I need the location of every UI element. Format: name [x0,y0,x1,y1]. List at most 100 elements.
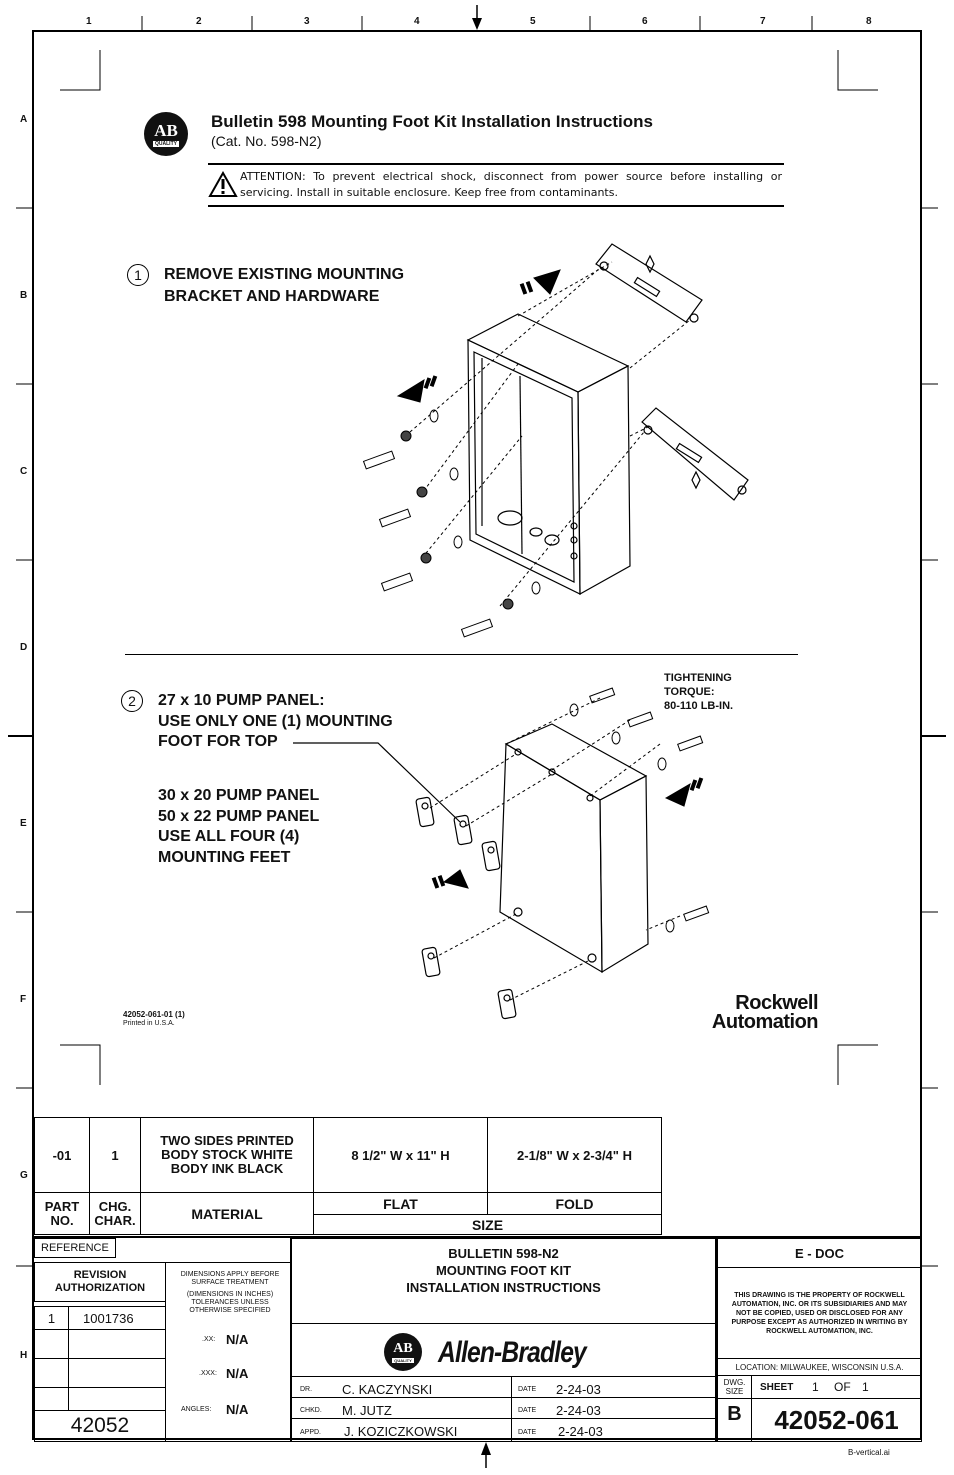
step1-line2: BRACKET AND HARDWARE [164,288,380,305]
drawing-title-line3: INSTALLATION INSTRUCTIONS [406,1280,601,1295]
base-number: 42052 [34,1410,166,1442]
size-header: SIZE [313,1214,662,1235]
material-value: TWO SIDES PRINTED BODY STOCK WHITE BODY … [140,1117,314,1193]
ab-logo-small: AB QUALITY [384,1333,422,1371]
step2-line2: USE ONLY ONE (1) MOUNTING [158,713,393,730]
xxx-tolerance-label: .XXX: [199,1370,217,1377]
material-table: -01 1 TWO SIDES PRINTED BODY STOCK WHITE… [34,1117,662,1235]
illustration-remove-bracket [362,243,749,638]
date-row-2 [511,1397,716,1419]
drawing-title-line2: MOUNTING FOOT KIT [435,1263,572,1278]
rev-empty-6 [68,1387,166,1411]
approved-label: APPD. [300,1429,322,1436]
dimension-note-2: (DIMENSIONS IN INCHES) TOLERANCES UNLESS… [186,1291,274,1314]
rockwell-logo-line2: Automation [711,1011,819,1033]
revision-authorization: REVISION AUTHORIZATION [34,1262,166,1302]
step2-line7: MOUNTING FEET [158,849,291,866]
section-divider [125,654,798,655]
material-header: MATERIAL [140,1192,314,1235]
flat-size-value: 8 1/2" W x 11" H [313,1117,488,1193]
title-block: REFERENCE REVISION AUTHORIZATION 1 10017… [34,1236,922,1442]
zone-row-f: F [20,994,27,1005]
sheet-label: SHEET [760,1382,794,1393]
sheet-total: 1 [862,1380,869,1394]
sheet-number: 1 [812,1380,819,1394]
rev-authorization-number: 1001736 [68,1306,166,1330]
rev-empty-5 [34,1387,69,1411]
zone-row-g: G [20,1170,28,1181]
step1-number: 1 [127,264,149,286]
fold-size-value: 2-1/8" W x 2-3/4" H [487,1117,662,1193]
rockwell-logo: Rockwell Automation [668,992,819,1033]
rev-empty-2 [68,1329,166,1359]
rev-empty-3 [34,1358,69,1388]
step2-number: 2 [121,690,143,712]
material-line3: BODY INK BLACK [170,1161,284,1176]
step1-line1: REMOVE EXISTING MOUNTING [164,266,405,283]
torque-line3: 80-110 LB-IN. [664,700,734,712]
zone-row-d: D [20,642,28,653]
drawing-frame [32,30,922,1440]
xx-tolerance-value: N/A [226,1332,249,1347]
attention-text: ATTENTION: To prevent electrical shock, … [240,170,782,199]
drawing-title: BULLETIN 598-N2 MOUNTING FOOT KIT INSTAL… [290,1238,716,1324]
date-approved: 2-24-03 [558,1424,603,1439]
dwg-size: B [716,1398,752,1442]
date-checked: 2-24-03 [556,1403,601,1418]
page-title: Bulletin 598 Mounting Foot Kit Installat… [211,112,653,131]
date-label-1: DATE [518,1386,537,1393]
step2-line4: 30 x 20 PUMP PANEL [158,787,320,804]
edoc-label: E - DOC [716,1238,922,1268]
rev-empty-4 [68,1358,166,1388]
step2-line1: 27 x 10 PUMP PANEL: [158,692,325,709]
zone-row-c: C [20,466,28,477]
xxx-tolerance-value: N/A [226,1366,249,1381]
date-label-3: DATE [518,1429,537,1436]
zone-col-2: 2 [196,16,202,27]
drawn-by: C. KACZYNSKI [342,1382,433,1397]
drawn-label: DR. [300,1386,313,1393]
date-drawn: 2-24-03 [556,1382,601,1397]
printed-in: Printed in U.S.A. [123,1020,175,1027]
zone-col-4: 4 [414,16,420,27]
chg-char-header: CHG. CHAR. [89,1192,141,1235]
rev-empty-1 [34,1329,69,1359]
file-name: B-vertical.ai [848,1448,890,1457]
torque-line2: TORQUE: [664,686,715,698]
attention-box: ATTENTION: To prevent electrical shock, … [208,163,784,207]
checked-row [290,1397,512,1419]
ab-logo: AB QUALITY [144,112,188,156]
date-row-3 [511,1418,716,1442]
zone-row-a: A [20,114,28,125]
ab-logo-sub: QUALITY [153,140,179,147]
xx-tolerance-label: .XX: [202,1336,216,1343]
rockwell-logo-line1: Rockwell [735,992,818,1014]
step2-line5: 50 x 22 PUMP PANEL [158,808,320,825]
angles-tolerance-label: ANGLES: [181,1406,212,1413]
dimension-note-1: DIMENSIONS APPLY BEFORE SURFACE TREATMEN… [180,1271,280,1286]
approved-by: J. KOZICZKOWSKI [344,1424,458,1439]
ab-logo-small-sub: QUALITY [392,1357,414,1363]
zone-row-h: H [20,1350,28,1361]
rev-number: 1 [34,1306,69,1330]
reference-label: REFERENCE [34,1238,116,1258]
ab-logo-text: AB [154,120,178,140]
zone-row-e: E [20,818,27,829]
material-line2: BODY STOCK WHITE [161,1147,293,1162]
zone-col-1: 1 [86,16,92,27]
torque-line1: TIGHTENING [664,672,732,684]
material-line1: TWO SIDES PRINTED [160,1133,294,1148]
of-label: OF [834,1380,851,1394]
allen-bradley-brand: Allen-Bradley [438,1336,587,1369]
zone-col-8: 8 [866,16,872,27]
zone-col-3: 3 [304,16,310,27]
checked-label: CHKD. [300,1407,322,1414]
checked-by: M. JUTZ [342,1403,392,1418]
property-notice: THIS DRAWING IS THE PROPERTY OF ROCKWELL… [716,1267,922,1359]
ab-logo-small-text: AB [393,1340,413,1356]
publication-number: 42052-061-01 (1) [123,1010,185,1019]
drawing-number: 42052-061 [751,1398,922,1442]
zone-col-5: 5 [530,16,536,27]
part-no-value: -01 [34,1117,90,1193]
